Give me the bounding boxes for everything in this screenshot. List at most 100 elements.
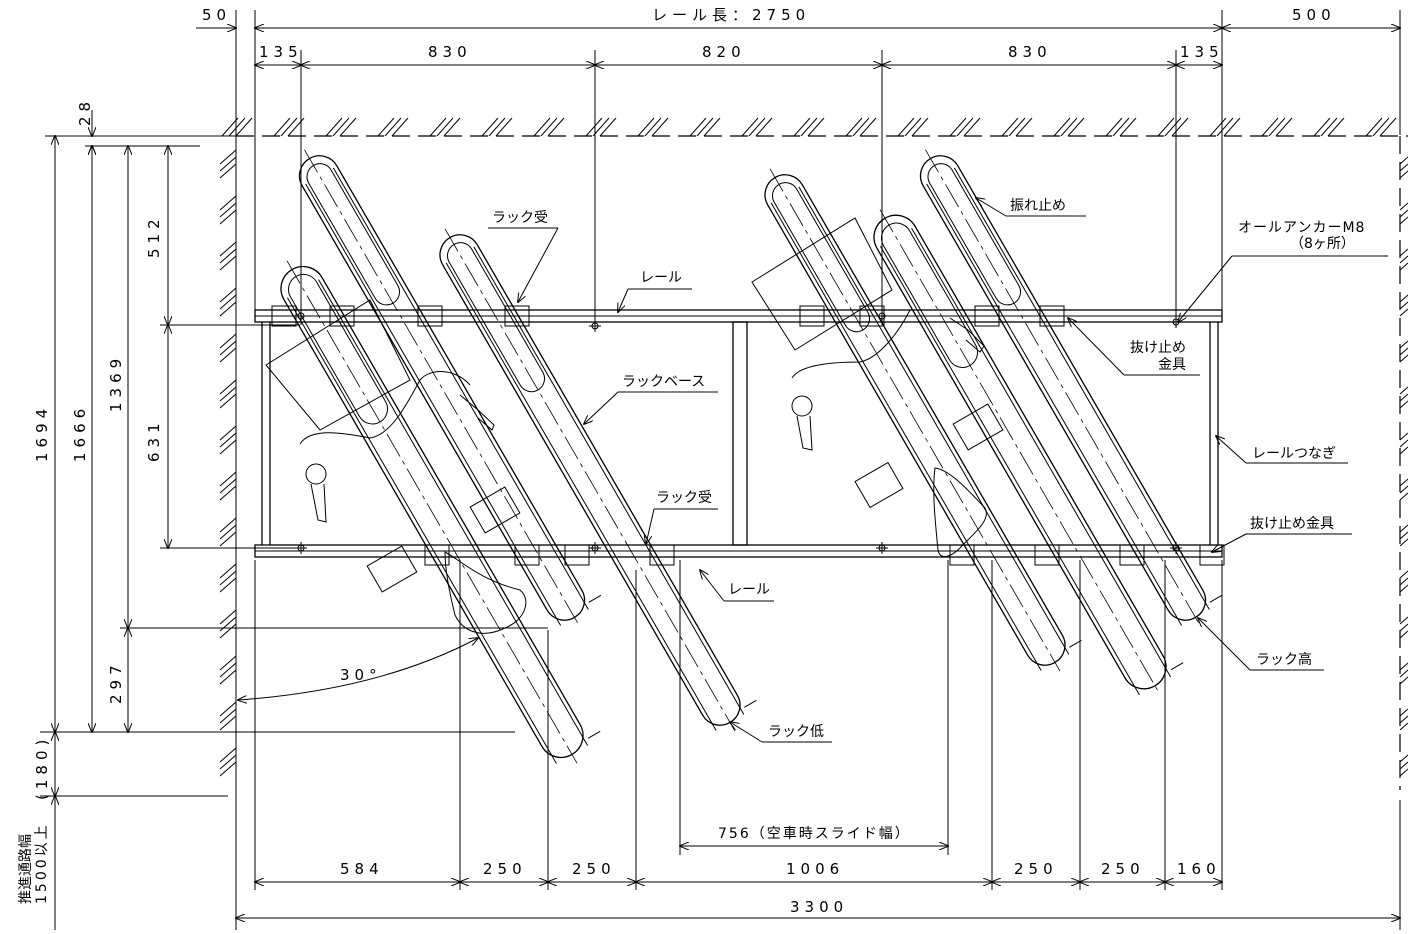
hatch-line <box>1399 485 1408 494</box>
label-pullout-stop-2: 金具 <box>1158 357 1186 373</box>
hatch-line <box>599 117 617 137</box>
rack-centerline <box>925 149 1201 627</box>
hatch-line <box>219 708 237 724</box>
wall-hatching <box>219 117 1408 800</box>
rack-stopper <box>744 699 757 708</box>
hatch-line <box>219 287 237 303</box>
hatch-line <box>904 117 922 137</box>
hatch-line <box>488 117 506 137</box>
rack-rail-line <box>926 183 1183 626</box>
hatch-line <box>219 425 237 441</box>
hatch-line <box>1399 262 1408 271</box>
hatch-line <box>1119 117 1137 137</box>
hatch-line <box>273 117 291 137</box>
rack-rail-line <box>953 167 1210 610</box>
label-rack-low: ラック低 <box>768 724 824 740</box>
hatch-line <box>1399 386 1408 395</box>
rack-slide-2 <box>873 209 1184 696</box>
dim-top-segment-2: 830 <box>428 43 472 61</box>
label-sway-stop: 振れ止め <box>1010 198 1066 214</box>
hatch-line <box>443 117 461 137</box>
hatch-line <box>436 117 454 137</box>
left-dimensions: 28 512 631 1369 1666 1694 297 (180) 推進通路… <box>18 97 548 930</box>
rack-stopper <box>588 594 602 603</box>
label-rack-base: ラックベース <box>622 374 705 390</box>
label-rack-receiver-bottom: ラック受 <box>656 490 712 506</box>
hatch-line <box>755 117 773 137</box>
hatch-line <box>219 563 237 579</box>
rack-rail-line <box>286 297 557 764</box>
hatch-line <box>689 117 707 137</box>
rack-centerline <box>444 228 736 732</box>
hatch-line <box>219 393 237 409</box>
hatch-line <box>287 117 305 137</box>
hatch-line <box>1399 722 1408 731</box>
hatch-line <box>1399 446 1408 455</box>
hatch-line <box>219 623 237 639</box>
dim-overall-width: 3300 <box>790 898 848 916</box>
hatch-line <box>391 117 409 137</box>
dim-vert-1694: 1694 <box>33 404 51 462</box>
label-rail-bottom: レール <box>728 582 770 598</box>
hatch-line <box>219 195 237 211</box>
hatch-line <box>644 117 662 137</box>
hatch-line <box>219 340 237 356</box>
hatch-line <box>1399 623 1408 632</box>
dim-top-segment-4: 830 <box>1008 43 1052 61</box>
hatch-line <box>219 577 237 593</box>
label-rack-high: ラック高 <box>1256 651 1312 668</box>
rack-receiver <box>799 305 825 327</box>
hatch-line <box>585 117 603 137</box>
hatch-line <box>845 117 863 137</box>
hatch-line <box>219 747 237 763</box>
hatch-line <box>219 655 237 671</box>
hatch-line <box>741 117 759 137</box>
hatch-line <box>219 669 237 685</box>
hatch-line <box>1223 117 1241 137</box>
dim-top-left-margin: 50 <box>202 6 231 24</box>
hatch-line <box>852 117 870 137</box>
hatch-line <box>1399 163 1408 172</box>
label-all-anchor: オールアンカーM8 <box>1238 220 1365 236</box>
hatch-line <box>219 662 237 678</box>
dim-bottom-segment-1: 584 <box>340 860 384 878</box>
hatch-line <box>1399 570 1408 579</box>
hatch-line <box>219 432 237 448</box>
hatch-line <box>1399 156 1408 165</box>
hatch-line <box>1275 117 1293 137</box>
hatch-line <box>219 163 237 179</box>
hatch-line <box>1399 255 1408 264</box>
hatch-line <box>1320 117 1338 137</box>
bottom-dimensions: 756（空車時スライド幅） 584 250 250 1006 250 250 1… <box>236 560 1400 930</box>
hatch-line <box>1261 117 1279 137</box>
hatch-line <box>1216 117 1234 137</box>
dim-vert-180: (180) <box>33 735 51 800</box>
hatch-line <box>1399 301 1408 310</box>
hatch-line <box>956 117 974 137</box>
rack-high-1 <box>298 149 602 627</box>
hatch-line <box>547 117 565 137</box>
hatch-line <box>219 524 237 540</box>
hatch-line <box>219 439 237 455</box>
hatch-line <box>897 117 915 137</box>
dim-aisle-min: 1500以上 <box>34 822 50 904</box>
hatch-line <box>1399 209 1408 218</box>
hatch-line <box>219 570 237 586</box>
rail-frame <box>254 305 1225 566</box>
hatch-line <box>859 117 877 137</box>
dim-bottom-segment-6: 250 <box>1101 860 1145 878</box>
bicycle-racks <box>280 149 1223 764</box>
hatch-line <box>280 117 298 137</box>
rack-receiver <box>504 305 530 327</box>
hatch-line <box>219 255 237 271</box>
rack-rail-line <box>332 167 589 610</box>
rack-rail-line <box>445 262 717 731</box>
hatch-line <box>219 471 237 487</box>
hatch-line <box>1399 538 1408 547</box>
rack-rail-line <box>911 227 1172 678</box>
hatch-line <box>339 117 357 137</box>
hatch-line <box>1399 347 1408 356</box>
hatch-line <box>748 117 766 137</box>
hatch-line <box>219 616 237 632</box>
rack-centerline <box>286 260 578 764</box>
